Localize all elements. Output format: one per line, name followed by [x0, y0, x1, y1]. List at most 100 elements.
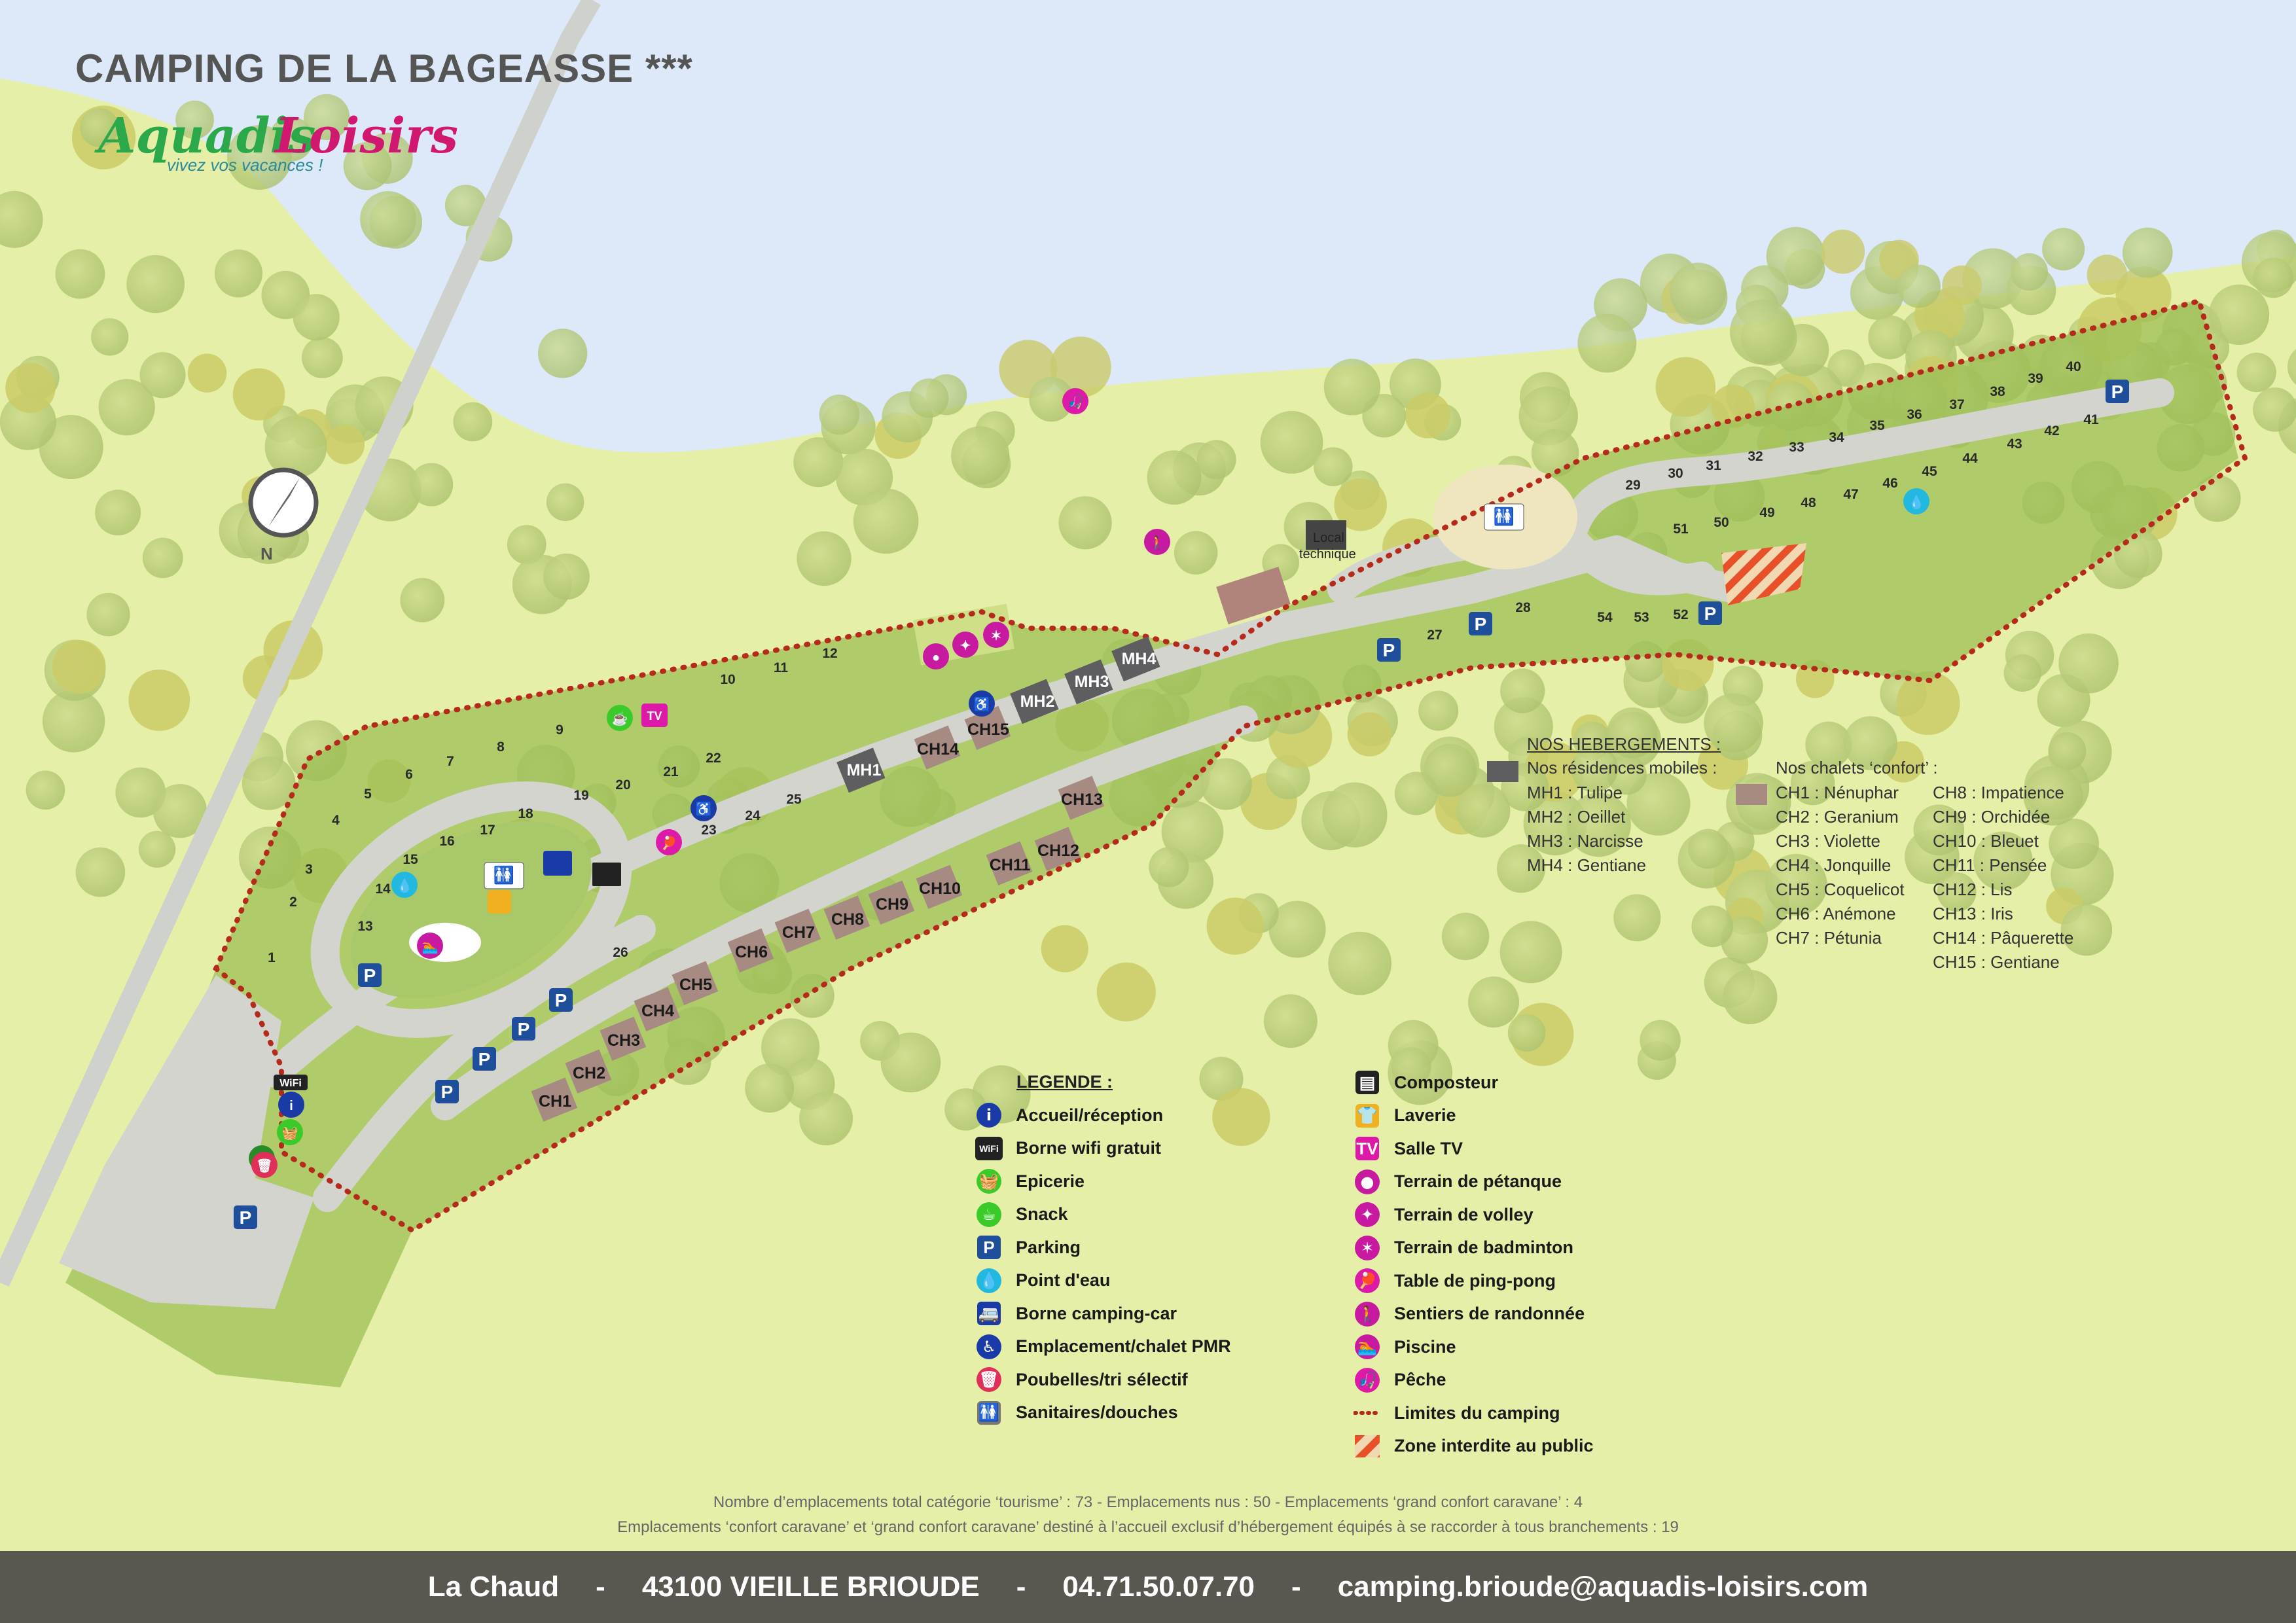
tree: [1394, 772, 1438, 815]
pitch-number[interactable]: 35: [1869, 418, 1885, 433]
pitch-number[interactable]: 14: [375, 882, 391, 897]
pitch-number[interactable]: 3: [305, 862, 313, 877]
pitch-number[interactable]: 37: [1949, 397, 1964, 412]
pitch-number[interactable]: 20: [615, 777, 630, 793]
chalet[interactable]: [1034, 827, 1081, 871]
pitch-number[interactable]: 48: [1801, 495, 1816, 510]
tree: [1942, 265, 1982, 306]
chalet[interactable]: [531, 1077, 578, 1122]
pitch-number[interactable]: 23: [701, 823, 716, 838]
pitch-number[interactable]: 32: [1748, 449, 1763, 464]
pitch-number[interactable]: 28: [1515, 600, 1531, 615]
pitch-number[interactable]: 29: [1625, 478, 1640, 493]
mobile-home[interactable]: [836, 747, 886, 793]
chalet[interactable]: [672, 961, 719, 1005]
chalet[interactable]: [600, 1016, 647, 1061]
pitch-number[interactable]: 21: [663, 764, 679, 779]
chalet[interactable]: [916, 865, 963, 909]
chalet[interactable]: [914, 725, 961, 770]
legend-label: Laverie: [1394, 1105, 1456, 1125]
footer-email[interactable]: camping.brioude@aquadis-loisirs.com: [1337, 1571, 1869, 1603]
tree: [1765, 853, 1827, 916]
mobile-home[interactable]: [1064, 659, 1113, 705]
pitch-number[interactable]: 26: [613, 945, 628, 960]
pitch-number[interactable]: 13: [357, 919, 372, 934]
pitch-number[interactable]: 46: [1882, 476, 1897, 491]
pitch-number[interactable]: 8: [497, 740, 505, 755]
pitch-number[interactable]: 9: [556, 722, 564, 738]
tree: [2253, 257, 2294, 298]
pitch-number[interactable]: 41: [2083, 412, 2099, 427]
chalet[interactable]: [868, 880, 915, 925]
chalet[interactable]: [774, 908, 821, 953]
compost-icon: ▤: [1354, 1069, 1381, 1096]
pitch-number[interactable]: 45: [1922, 464, 1937, 479]
pitch-number[interactable]: 25: [786, 792, 802, 807]
pitch-number[interactable]: 27: [1427, 628, 1442, 643]
tree: [115, 767, 166, 818]
chalet[interactable]: [565, 1049, 612, 1094]
tree: [301, 337, 343, 378]
chalet[interactable]: [634, 987, 681, 1031]
pitch-number[interactable]: 38: [1990, 384, 2005, 399]
pitch-number[interactable]: 40: [2066, 359, 2081, 374]
tree: [1200, 758, 1252, 810]
pitch-number[interactable]: 15: [403, 852, 418, 867]
laundry-icon: [488, 890, 511, 914]
chalet[interactable]: [986, 841, 1033, 885]
pitch-number[interactable]: 17: [480, 823, 495, 838]
pitch-number[interactable]: 53: [1634, 610, 1649, 625]
pitch-number[interactable]: 39: [2028, 371, 2043, 386]
local-technique-label-2: technique: [1299, 547, 1356, 562]
pitch-number[interactable]: 1: [268, 950, 276, 965]
pitch-number[interactable]: 47: [1843, 487, 1858, 502]
pitch-number[interactable]: 11: [774, 660, 789, 675]
chalet[interactable]: [1058, 776, 1105, 820]
pool-loop-road: [310, 781, 632, 1038]
pitch-number[interactable]: 4: [332, 813, 340, 828]
pitch-number[interactable]: 42: [2044, 423, 2059, 438]
parking-icon: [549, 988, 573, 1012]
tree: [538, 329, 588, 378]
pitch-number[interactable]: 31: [1706, 458, 1721, 473]
tree: [1196, 440, 1236, 480]
pitch-number[interactable]: 18: [518, 806, 533, 821]
pitch-number[interactable]: 54: [1597, 610, 1613, 625]
tree: [1566, 792, 1631, 857]
parking-letter: P: [555, 990, 567, 1010]
pitch-number[interactable]: 24: [745, 808, 761, 823]
pitch-number[interactable]: 19: [573, 788, 588, 803]
pitch-number[interactable]: 2: [289, 895, 297, 910]
pitch-number[interactable]: 5: [364, 787, 372, 802]
pitch-number[interactable]: 36: [1907, 407, 1922, 422]
pitch-number[interactable]: 52: [1673, 607, 1688, 622]
footer-phone[interactable]: 04.71.50.07.70: [1062, 1571, 1255, 1603]
pitch-number[interactable]: 30: [1668, 466, 1683, 481]
pitch-number[interactable]: 16: [439, 834, 454, 849]
pitch-number[interactable]: 10: [720, 672, 735, 687]
tree: [1268, 901, 1326, 958]
pitch-number[interactable]: 43: [2007, 437, 2022, 452]
chalet[interactable]: [823, 895, 870, 940]
tree: [1790, 760, 1835, 806]
pitch-number[interactable]: 12: [822, 646, 837, 661]
pitch-number[interactable]: 44: [1962, 451, 1978, 466]
tree: [1805, 721, 1852, 768]
tree: [1518, 386, 1578, 446]
chalet[interactable]: [727, 928, 774, 972]
chalet[interactable]: [964, 705, 1011, 750]
tree: [745, 1063, 795, 1113]
mobile-home[interactable]: [1010, 679, 1059, 724]
pitch-number[interactable]: 22: [706, 751, 721, 766]
pitch-number[interactable]: 34: [1829, 430, 1844, 445]
campsite-map: Local technique N 1234567891011121314151…: [0, 0, 2296, 1387]
pitch-number[interactable]: 7: [446, 754, 454, 769]
pitch-number[interactable]: 33: [1789, 440, 1804, 455]
logo-word-2: Loisirs: [275, 108, 458, 164]
pitch-number[interactable]: 50: [1713, 515, 1729, 530]
pitch-number[interactable]: 49: [1759, 505, 1774, 520]
pitch-number[interactable]: 6: [405, 767, 413, 782]
mobile-home[interactable]: [1111, 636, 1160, 682]
pitch-number[interactable]: 51: [1673, 522, 1689, 537]
